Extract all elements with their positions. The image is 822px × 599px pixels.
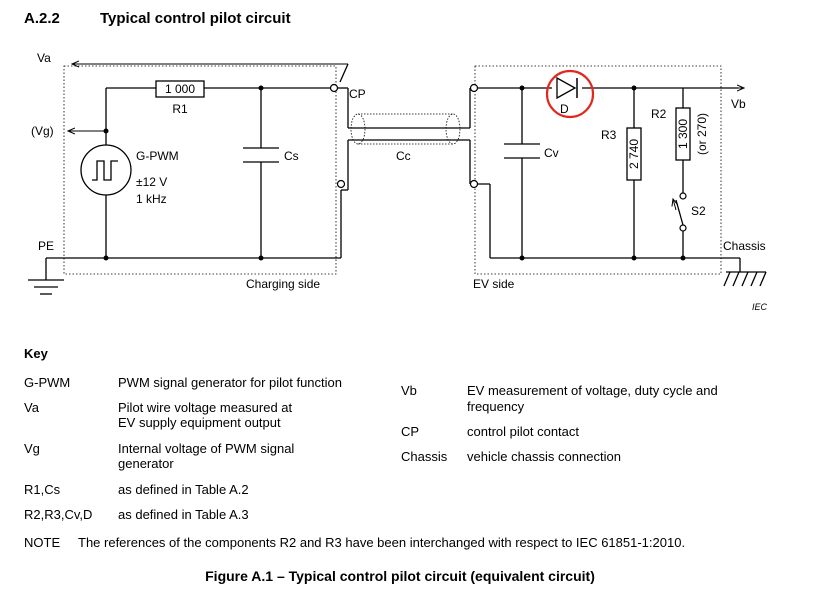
key-term: CP — [401, 424, 420, 439]
key-term: G-PWM — [24, 375, 71, 390]
key-term: R2,R3,Cv,D — [24, 507, 93, 522]
diode-d — [556, 76, 577, 100]
key-definition: PWM signal generator for pilot function — [118, 375, 342, 390]
note-text: The references of the components R2 and … — [78, 535, 686, 550]
key-term: Chassis — [401, 449, 448, 464]
iec-mark: IEC — [752, 302, 768, 312]
voltage-label: ±12 V — [136, 175, 167, 189]
r3-resistor — [626, 127, 642, 181]
figure-caption: Figure A.1 – Typical control pilot circu… — [205, 568, 595, 584]
key-definition: as defined in Table A.2 — [118, 482, 249, 497]
vg-label: (Vg) — [31, 124, 54, 138]
r2-value: 1 300 — [676, 119, 690, 149]
r3-label: R3 — [601, 128, 617, 142]
cc-label: Cc — [396, 149, 411, 163]
key-definition: EV measurement of voltage, duty cycle an… — [467, 383, 718, 398]
key-term: Vb — [401, 383, 417, 398]
key-term: Vg — [24, 441, 40, 456]
r2-label: R2 — [651, 107, 667, 121]
r1-value: 1 000 — [165, 82, 195, 96]
r2-resistor — [675, 107, 691, 161]
section-number: A.2.2 — [24, 10, 60, 27]
square-wave-icon — [92, 160, 118, 181]
s2-contact-bottom — [679, 224, 687, 232]
vb-label: Vb — [731, 97, 746, 111]
frequency-label: 1 kHz — [136, 192, 167, 206]
key-definition: frequency — [467, 399, 525, 414]
s2-contact-top — [679, 192, 687, 200]
key-definition: generator — [118, 456, 174, 471]
ev-side-box — [474, 65, 722, 275]
key-definition: EV supply equipment output — [118, 415, 281, 430]
key-definition: Pilot wire voltage measured at — [118, 400, 293, 415]
note: NOTE The references of the components R2 … — [24, 535, 685, 550]
ev-cp-contact — [469, 83, 479, 93]
charging-side-box — [63, 65, 337, 275]
key-definition: vehicle chassis connection — [467, 449, 621, 464]
ev-side-label: EV side — [473, 277, 515, 291]
cp-contact — [329, 83, 339, 93]
key-definition: control pilot contact — [467, 424, 580, 439]
note-label: NOTE — [24, 535, 61, 550]
r1-resistor — [155, 80, 205, 98]
key-term: Va — [24, 400, 39, 415]
cp-label: CP — [349, 87, 366, 101]
r3-value: 2 740 — [627, 139, 641, 169]
section-heading: A.2.2 Typical control pilot circuit — [24, 10, 291, 27]
va-label: Va — [37, 51, 51, 65]
g-pwm-source — [80, 144, 132, 196]
cable-shield-right — [445, 113, 461, 145]
gpwm-label: G-PWM — [136, 149, 179, 163]
cv-label: Cv — [544, 146, 559, 160]
cs-label: Cs — [284, 149, 299, 163]
pe-label: PE — [38, 239, 54, 253]
key-title: Key — [24, 346, 48, 361]
section-title: Typical control pilot circuit — [100, 10, 291, 27]
key-definition: Internal voltage of PWM signal — [118, 441, 295, 456]
r1-label: R1 — [172, 102, 188, 116]
circuit-diagram: Va (Vg) PE 1 000 R1 Cs CP Cc G-PWM ±12 V… — [28, 51, 768, 312]
ev-pe-contact — [469, 179, 479, 189]
charging-side-label: Charging side — [246, 277, 320, 291]
key-definition: as defined in Table A.3 — [118, 507, 249, 522]
chassis-label: Chassis — [723, 239, 766, 253]
s2-label: S2 — [691, 204, 706, 218]
diode-highlight-circle — [545, 69, 595, 119]
cable-shield-left — [350, 113, 366, 145]
r2-alt-value: (or 270) — [695, 113, 709, 155]
pe-contact — [336, 179, 346, 189]
diode-label: D — [560, 102, 569, 116]
key-term: R1,Cs — [24, 482, 61, 497]
